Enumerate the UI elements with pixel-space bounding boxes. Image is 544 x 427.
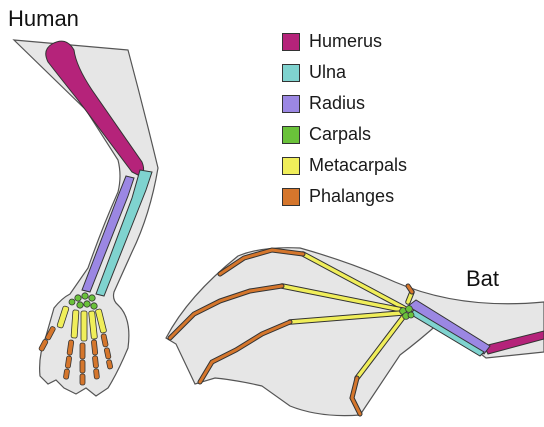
legend-label-ulna: Ulna bbox=[309, 62, 346, 83]
legend: Humerus Ulna Radius Carpals Metacarpals … bbox=[282, 26, 407, 212]
bat-title: Bat bbox=[466, 268, 499, 290]
legend-item-radius: Radius bbox=[282, 88, 407, 119]
legend-item-ulna: Ulna bbox=[282, 57, 407, 88]
legend-label-phalanges: Phalanges bbox=[309, 186, 394, 207]
legend-swatch-humerus bbox=[282, 33, 300, 51]
legend-label-carpals: Carpals bbox=[309, 124, 371, 145]
legend-swatch-metacarpals bbox=[282, 157, 300, 175]
legend-swatch-carpals bbox=[282, 126, 300, 144]
legend-item-phalanges: Phalanges bbox=[282, 181, 407, 212]
legend-item-carpals: Carpals bbox=[282, 119, 407, 150]
legend-swatch-ulna bbox=[282, 64, 300, 82]
legend-item-metacarpals: Metacarpals bbox=[282, 150, 407, 181]
legend-swatch-phalanges bbox=[282, 188, 300, 206]
legend-label-metacarpals: Metacarpals bbox=[309, 155, 407, 176]
legend-label-humerus: Humerus bbox=[309, 31, 382, 52]
legend-label-radius: Radius bbox=[309, 93, 365, 114]
human-title: Human bbox=[8, 8, 79, 30]
legend-item-humerus: Humerus bbox=[282, 26, 407, 57]
legend-swatch-radius bbox=[282, 95, 300, 113]
human-arm bbox=[14, 40, 158, 396]
